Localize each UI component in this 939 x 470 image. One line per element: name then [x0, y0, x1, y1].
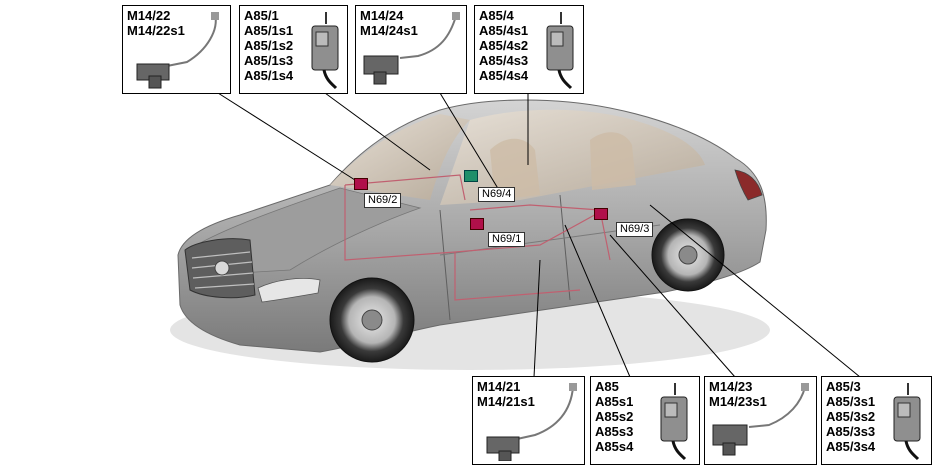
- module-marker-n692: [354, 178, 368, 190]
- callout-line: A85/4s1: [479, 23, 529, 38]
- callout-line: A85/3s3: [826, 424, 876, 439]
- callout-a853: A85/3 A85/3s1 A85/3s2 A85/3s3 A85/3s4: [821, 376, 932, 465]
- callout-line: A85/1s2: [244, 38, 294, 53]
- door-lock-unit-icon: [311, 12, 339, 90]
- module-marker-n694: [464, 170, 478, 182]
- callout-m1422: M14/22 M14/22s1: [122, 5, 231, 94]
- car-headlight: [257, 278, 321, 303]
- door-lock-actuator-icon: [363, 12, 460, 85]
- callout-line: A85s4: [595, 439, 634, 454]
- callout-line: A85s1: [595, 394, 634, 409]
- callout-line: A85/3s1: [826, 394, 876, 409]
- callout-line: A85/3s4: [826, 439, 876, 454]
- callout-line: A85/1s4: [244, 68, 294, 83]
- door-lock-unit-icon: [546, 12, 574, 90]
- callout-line: M14/22s1: [127, 23, 185, 38]
- callout-line: A85/1s1: [244, 23, 294, 38]
- callout-m1423: M14/23 M14/23s1: [704, 376, 817, 465]
- callout-line: M14/23s1: [709, 394, 767, 409]
- callout-line: M14/24: [360, 8, 404, 23]
- callout-a85: A85 A85s1 A85s2 A85s3 A85s4: [590, 376, 700, 465]
- callout-line: A85/3s2: [826, 409, 876, 424]
- door-lock-actuator-icon: [486, 383, 577, 461]
- module-tag-n691: N69/1: [488, 232, 526, 247]
- callout-line: A85/4s3: [479, 53, 529, 68]
- star-emblem: [214, 260, 230, 276]
- module-tag-n692: N69/2: [364, 193, 402, 208]
- door-lock-unit-icon: [893, 383, 921, 461]
- callout-a851: A85/1 A85/1s1 A85/1s2 A85/1s3 A85/1s4: [239, 5, 348, 94]
- callout-line: A85/4s2: [479, 38, 529, 53]
- module-marker-n691: [470, 218, 484, 230]
- callout-line: M14/23: [709, 379, 753, 394]
- car-taillight: [734, 169, 763, 201]
- callout-line: A85/4: [479, 8, 514, 23]
- callout-line: A85/4s4: [479, 68, 529, 83]
- door-lock-actuator-icon: [136, 12, 219, 89]
- callout-line: M14/24s1: [360, 23, 418, 38]
- callout-line: A85s2: [595, 409, 634, 424]
- callout-line: A85: [595, 379, 619, 394]
- module-marker-n693: [594, 208, 608, 220]
- module-tag-n693: N69/3: [616, 222, 654, 237]
- callout-line: M14/22: [127, 8, 171, 23]
- callout-line: A85/3: [826, 379, 861, 394]
- callout-a854: A85/4 A85/4s1 A85/4s2 A85/4s3 A85/4s4: [474, 5, 584, 94]
- door-lock-unit-icon: [660, 383, 688, 461]
- callout-line: M14/21s1: [477, 394, 535, 409]
- callout-line: M14/21: [477, 379, 521, 394]
- callout-line: A85s3: [595, 424, 634, 439]
- callout-line: A85/1: [244, 8, 279, 23]
- callout-m1424: M14/24 M14/24s1: [355, 5, 467, 94]
- callout-line: A85/1s3: [244, 53, 294, 68]
- callout-m1421: M14/21 M14/21s1: [472, 376, 585, 465]
- door-lock-actuator-icon: [712, 383, 809, 456]
- module-tag-n694: N69/4: [478, 187, 516, 202]
